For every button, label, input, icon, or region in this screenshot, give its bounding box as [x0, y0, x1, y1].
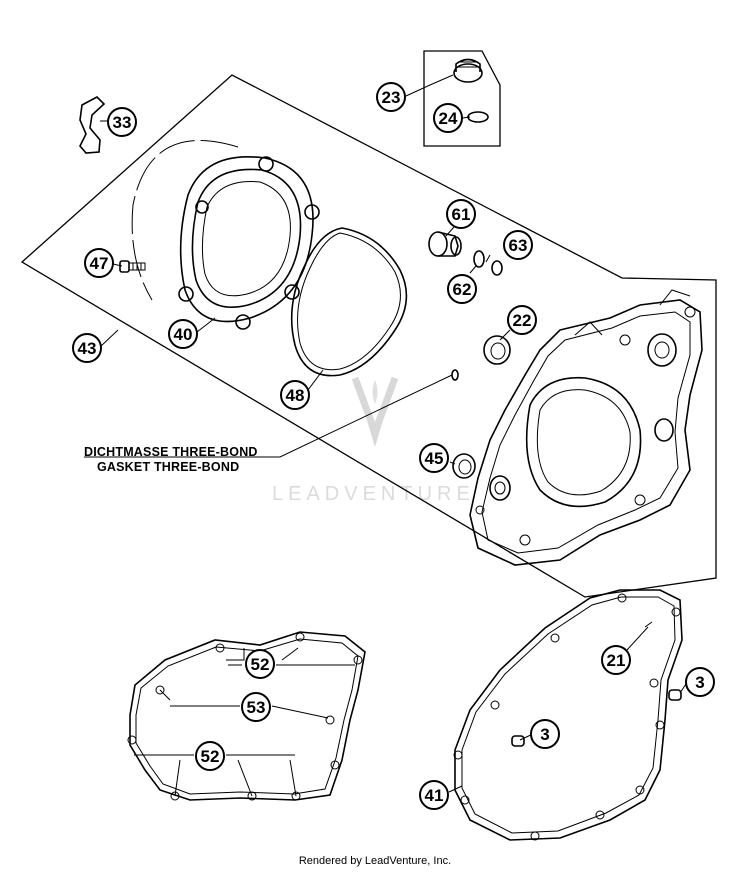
callout-52-bottom-label: 52: [201, 747, 220, 766]
callout-61-label: 61: [452, 205, 471, 224]
callout-21-label: 21: [607, 651, 626, 670]
callout-41-label: 41: [425, 786, 444, 805]
screw-part: [119, 260, 146, 273]
callout-3-right-label: 3: [695, 673, 704, 692]
callout-40: 40: [168, 319, 198, 349]
seal-ring-part: [452, 453, 476, 479]
left-gasket-part: [127, 631, 366, 801]
callout-43: 43: [72, 333, 102, 363]
leader-lines: [84, 74, 689, 797]
screw-plug-part: [453, 58, 483, 83]
callout-24-label: 24: [439, 109, 458, 128]
annotation-line-1: DICHTMASSE THREE-BOND: [84, 445, 258, 459]
callout-63-label: 63: [509, 236, 528, 255]
outer-clutch-cover-part: [178, 156, 320, 330]
callout-45: 45: [419, 443, 449, 473]
bushing-part: [428, 231, 462, 257]
callout-3-center: 3: [530, 719, 560, 749]
callout-52-top: 52: [245, 649, 275, 679]
callout-22: 22: [507, 305, 537, 335]
plug-frame: [423, 50, 501, 147]
callout-3-right: 3: [685, 667, 715, 697]
callout-40-label: 40: [174, 325, 193, 344]
callout-3-center-label: 3: [540, 725, 549, 744]
callout-24: 24: [433, 103, 463, 133]
ring-63-part: [491, 260, 503, 276]
callout-61: 61: [446, 199, 476, 229]
callout-53: 53: [241, 692, 271, 722]
shaft-seal-part: [483, 335, 511, 365]
callout-23: 23: [376, 82, 406, 112]
callout-52-bottom: 52: [195, 741, 225, 771]
watermark-text: LEADVENTURE: [272, 483, 475, 505]
o-ring-part: [467, 111, 489, 123]
callout-62: 62: [447, 274, 477, 304]
callout-63: 63: [503, 230, 533, 260]
callout-23-label: 23: [382, 88, 401, 107]
callout-33: 33: [107, 107, 137, 137]
callout-47: 47: [84, 248, 114, 278]
cover-gasket-inner: [297, 232, 401, 371]
callout-47-label: 47: [90, 254, 109, 273]
pin-21-part: [644, 621, 653, 628]
callout-45-label: 45: [425, 449, 444, 468]
dowel-pin-part: [451, 369, 459, 381]
annotation-line-2: GASKET THREE-BOND: [97, 460, 239, 474]
callout-48: 48: [280, 380, 310, 410]
callout-52-top-label: 52: [251, 655, 270, 674]
ring-62-part: [473, 250, 485, 268]
right-gasket-part: [453, 589, 683, 841]
footer-credit: Rendered by LeadVenture, Inc.: [299, 855, 451, 867]
dowel-sleeve-part: [511, 689, 682, 747]
bracket-part: [79, 96, 106, 154]
callout-33-label: 33: [113, 113, 132, 132]
callout-41: 41: [419, 780, 449, 810]
guide-arc: [131, 140, 239, 301]
assembly-frame: [20, 74, 717, 598]
watermark-logo-icon: [351, 376, 399, 447]
callout-53-label: 53: [247, 698, 266, 717]
cover-gasket-part: [290, 227, 408, 377]
callout-21: 21: [601, 645, 631, 675]
callout-48-label: 48: [286, 386, 305, 405]
callout-43-label: 43: [78, 339, 97, 358]
clutch-cover-part: [469, 289, 703, 566]
callout-62-label: 62: [453, 280, 472, 299]
callout-22-label: 22: [513, 311, 532, 330]
